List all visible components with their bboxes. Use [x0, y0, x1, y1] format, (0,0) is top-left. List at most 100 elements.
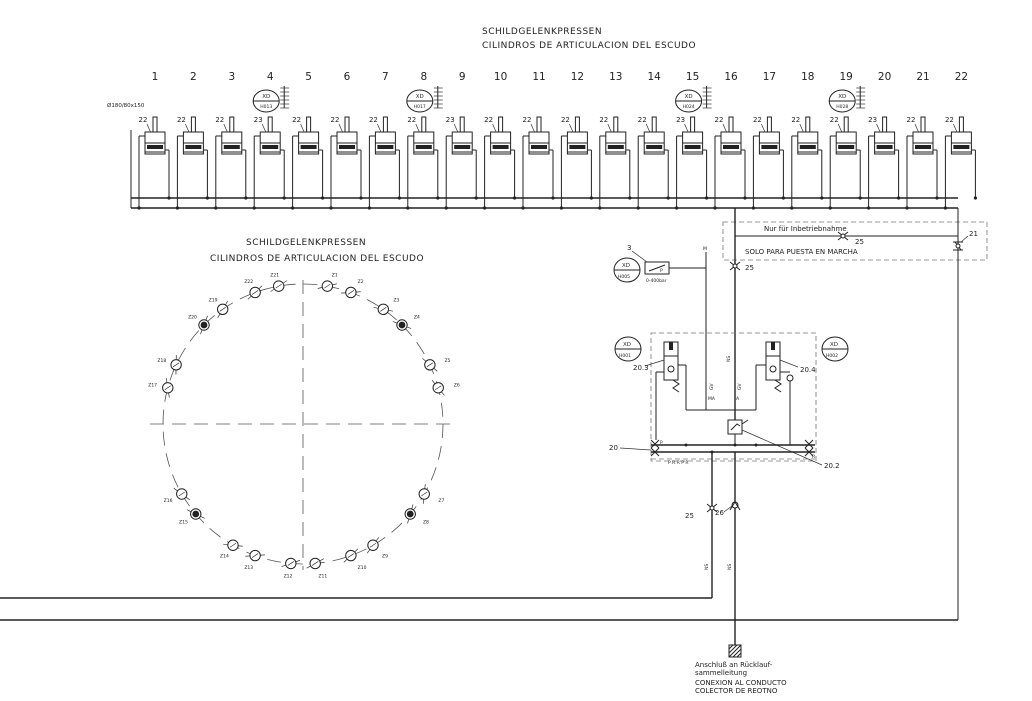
- item-3: 3: [627, 244, 631, 252]
- cylinder-3: [214, 116, 248, 210]
- ring-label-z12: Z12: [284, 573, 293, 579]
- cylinder-size-4: 23: [254, 116, 263, 124]
- label-ns-upper: NS: [726, 356, 732, 362]
- cylinder-size-7: 22: [369, 116, 378, 124]
- item-25-top: 25: [855, 238, 864, 246]
- cylinder-size-21: 22: [907, 116, 916, 124]
- label-r: R: [812, 454, 815, 460]
- svg-text:H013: H013: [260, 104, 272, 110]
- cylinder-4: [252, 116, 286, 210]
- cylinder-6: [329, 116, 363, 210]
- cylinder-number-2: 2: [190, 71, 197, 83]
- xd-tag-H028: XD H028: [828, 86, 866, 113]
- cylinder-22: [943, 116, 978, 210]
- cylinder-number-20: 20: [878, 71, 891, 83]
- ring-label-z22: Z22: [244, 279, 253, 285]
- ring-label-z9: Z9: [382, 554, 388, 560]
- circle-title-es: CILINDROS DE ARTICULACION DEL ESCUDO: [210, 254, 424, 264]
- cylinder-size-17: 22: [753, 116, 762, 124]
- label-p: P: [660, 440, 663, 446]
- xd-tag-H002: XD H002: [821, 336, 849, 362]
- cylinder-size-15: 23: [676, 116, 685, 124]
- cylinder-size-19: 22: [830, 116, 839, 124]
- cylinder-number-12: 12: [571, 71, 584, 83]
- ring-label-z16: Z16: [164, 498, 173, 504]
- label-ma: MA: [708, 396, 716, 402]
- cylinder-number-10: 10: [494, 71, 507, 83]
- item-21: 21: [969, 230, 978, 238]
- svg-text:H001: H001: [619, 353, 631, 359]
- cylinder-16: [713, 116, 747, 210]
- svg-text:XD: XD: [623, 342, 631, 348]
- commissioning-es: SOLO PARA PUESTA EN MARCHA: [745, 248, 858, 256]
- ring-label-z21: Z21: [270, 272, 279, 278]
- cylinder-size-2: 22: [177, 116, 186, 124]
- footer-de-2: sammelleitung: [695, 669, 747, 677]
- cylinder-8: [406, 116, 440, 210]
- cylinder-size-11: 22: [523, 116, 532, 124]
- cylinder-19: [828, 116, 862, 210]
- cylinder-number-16: 16: [724, 71, 738, 83]
- ring-cyl-Z18: Z18: [157, 354, 182, 375]
- svg-text:H028: H028: [836, 104, 848, 110]
- ring-label-z15: Z15: [179, 520, 188, 526]
- ring-cylinders: Z1Z2Z21Z22Z3Z4Z19Z20Z5Z6Z18Z17Z7Z8Z16Z15…: [148, 272, 460, 579]
- cylinder-11: [521, 116, 555, 210]
- cylinder-number-22: 22: [955, 71, 968, 83]
- svg-text:XD: XD: [838, 94, 846, 100]
- cylinder-20: [867, 116, 901, 210]
- label-gv-right: GV: [737, 383, 743, 390]
- cylinder-row: [137, 116, 978, 210]
- label-a: A: [736, 396, 740, 402]
- cylinder-9: [444, 116, 478, 210]
- cylinder-size-14: 22: [638, 116, 647, 124]
- label-ns-right: NS: [727, 564, 733, 570]
- ring-label-z4: Z4: [414, 315, 420, 321]
- label-gv-left: GV: [709, 383, 715, 390]
- check-valve-21: [953, 208, 963, 620]
- cylinder-size-8: 22: [407, 116, 416, 124]
- commission-valve: [837, 231, 849, 241]
- cylinder-13: [598, 116, 632, 210]
- cylinder-number-18: 18: [801, 71, 814, 83]
- ring-cyl-Z9: Z9: [366, 537, 388, 560]
- ring-label-z3: Z3: [393, 297, 399, 303]
- svg-text:XD: XD: [830, 342, 838, 348]
- ring-cyl-Z20: Z20: [188, 315, 210, 335]
- label-ns-left: NS: [704, 564, 710, 570]
- manifold-labels: P R R P R: [668, 460, 689, 466]
- cylinder-5: [291, 116, 325, 210]
- label-m: M: [703, 246, 707, 252]
- cylinder-size-22: 22: [945, 116, 954, 124]
- item-20-4: 20.4: [800, 366, 816, 374]
- valve-25-upper: [729, 261, 741, 271]
- item-20-3: 20.3: [633, 364, 649, 372]
- header-title-es: CILINDROS DE ARTICULACION DEL ESCUDO: [482, 41, 696, 51]
- header-pipes: [130, 130, 958, 209]
- cylinder-number-5: 5: [305, 71, 312, 83]
- ring-cyl-Z15: Z15: [179, 508, 205, 526]
- ring-cyl-Z10: Z10: [343, 548, 367, 571]
- cylinder-number-4: 4: [267, 71, 274, 83]
- ring-label-z19: Z19: [209, 297, 218, 303]
- ring-label-z1: Z1: [332, 272, 338, 278]
- footer-es-2: COLECTOR DE REOTNO: [695, 687, 778, 695]
- svg-text:XD: XD: [622, 263, 630, 269]
- cylinder-18: [790, 116, 824, 210]
- ring-cyl-Z2: Z2: [341, 279, 364, 299]
- cylinder-17: [751, 116, 786, 210]
- ring-cyl-Z19: Z19: [209, 297, 229, 318]
- ring-cyl-Z8: Z8: [404, 504, 429, 526]
- ring-cyl-Z7: Z7: [418, 484, 444, 504]
- ring-cyl-Z22: Z22: [244, 279, 263, 300]
- cylinder-number-13: 13: [609, 71, 622, 83]
- cylinder-2: [175, 116, 209, 210]
- cylinder-size-10: 22: [484, 116, 493, 124]
- ring-label-z6: Z6: [454, 383, 460, 389]
- ring-label-z13: Z13: [244, 565, 253, 571]
